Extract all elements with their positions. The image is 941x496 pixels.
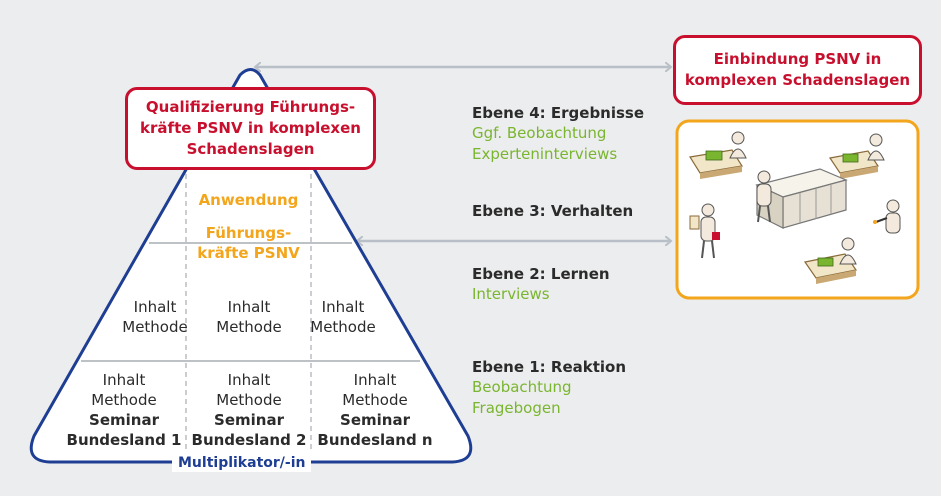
- level-2: Ebene 2: Lernen Interviews: [472, 264, 610, 305]
- middle-cell-1: Inhalt Methode: [110, 297, 200, 337]
- bottom-cell-2: Inhalt Methode Seminar Bundesland 2: [190, 370, 308, 450]
- level-method: Beobachtung: [472, 378, 572, 396]
- level-4: Ebene 4: Ergebnisse Ggf. Beobachtung Exp…: [472, 103, 644, 165]
- methode-label: Methode: [216, 318, 282, 336]
- desk-workstation-icon: [689, 131, 747, 179]
- seminar-label: Seminar: [214, 411, 284, 429]
- bottom-cell-3: Inhalt Methode Seminar Bundesland n: [316, 370, 434, 450]
- inhalt-label: Inhalt: [133, 298, 177, 316]
- seminar-label: Seminar: [340, 411, 410, 429]
- fuehrungskraefte-label-line-2: kräfte PSNV: [197, 244, 300, 262]
- server-cabinet-icon: [755, 168, 848, 229]
- methode-label: Methode: [342, 391, 408, 409]
- bottom-cell-1: Inhalt Methode Seminar Bundesland 1: [66, 370, 182, 450]
- pyramid-outline: [29, 68, 473, 464]
- level-title: Ebene 2: Lernen: [472, 265, 610, 283]
- methode-label: Methode: [216, 391, 282, 409]
- level-1: Ebene 1: Reaktion Beobachtung Fragebogen: [472, 357, 626, 419]
- bundesland-label: Bundesland n: [317, 431, 433, 449]
- inhalt-label: Inhalt: [321, 298, 365, 316]
- bundesland-label: Bundesland 1: [66, 431, 182, 449]
- middle-cell-3: Inhalt Methode: [298, 297, 388, 337]
- level-method: Fragebogen: [472, 399, 561, 417]
- person-with-folder-icon: [689, 203, 720, 259]
- office-workers-illustration: [689, 131, 901, 284]
- level-title: Ebene 1: Reaktion: [472, 358, 627, 376]
- methode-label: Methode: [122, 318, 188, 336]
- methode-label: Methode: [91, 391, 157, 409]
- bundesland-label: Bundesland 2: [191, 431, 307, 449]
- person-icon: [756, 170, 772, 223]
- level-title: Ebene 4: Ergebnisse: [472, 104, 645, 122]
- multiplikator-label: Multiplikator/-in: [172, 454, 312, 472]
- level-method: Interviews: [472, 285, 550, 303]
- desk-workstation-icon: [828, 133, 885, 179]
- level-title: Ebene 3: Verhalten: [472, 202, 634, 220]
- einbindung-line-2: komplexen Schadenslagen: [684, 71, 911, 89]
- inhalt-label: Inhalt: [353, 371, 397, 389]
- inhalt-label: Inhalt: [102, 371, 146, 389]
- person-with-tool-icon: [873, 199, 901, 234]
- qualification-box: Qualifizierung Führungs- kräfte PSNV in …: [125, 87, 376, 170]
- level-3: Ebene 3: Verhalten: [472, 201, 633, 221]
- level-method: Ggf. Beobachtung: [472, 124, 607, 142]
- anwendung-label: Anwendung: [198, 191, 299, 209]
- qualification-line-1: Qualifizierung Führungs-: [145, 98, 356, 116]
- desk-workstation-icon: [803, 237, 858, 284]
- inhalt-label: Inhalt: [227, 371, 271, 389]
- qualification-line-3: Schadenslagen: [186, 140, 315, 158]
- qualification-line-2: kräfte PSNV in komplexen: [140, 119, 361, 137]
- einbindung-line-1: Einbindung PSNV in: [713, 50, 882, 68]
- middle-cell-2: Inhalt Methode: [204, 297, 294, 337]
- level-method: Experteninterviews: [472, 145, 618, 163]
- seminar-label: Seminar: [89, 411, 159, 429]
- inhalt-label: Inhalt: [227, 298, 271, 316]
- fuehrungskraefte-label-line-1: Führungs-: [205, 224, 292, 242]
- einbindung-box: Einbindung PSNV in komplexen Schadenslag…: [673, 35, 922, 105]
- methode-label: Methode: [310, 318, 376, 336]
